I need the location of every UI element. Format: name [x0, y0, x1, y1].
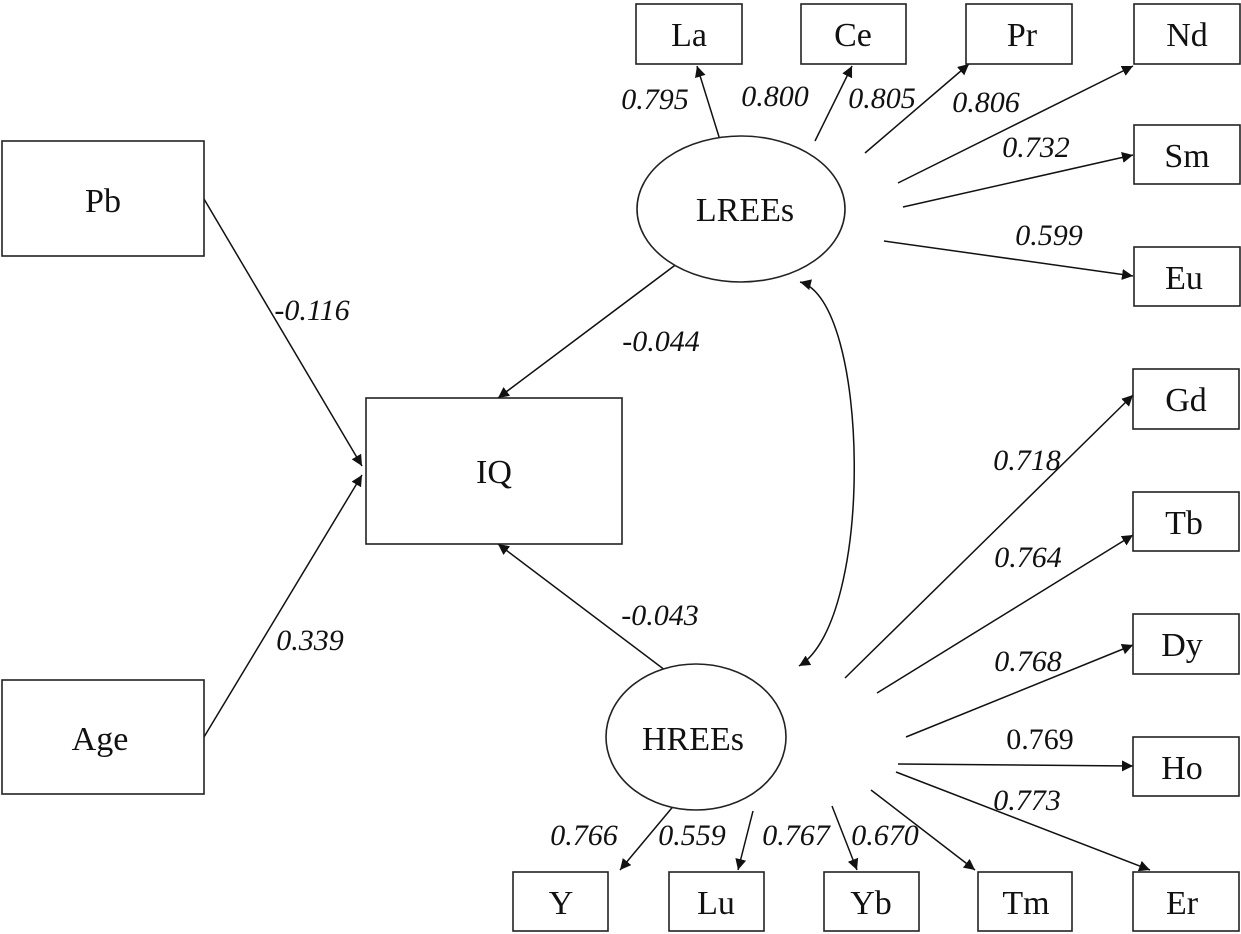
node-label: HREEs [642, 721, 744, 758]
path-hrees-to-er [895, 771, 1151, 872]
coef-lrees-pr: 0.805 [848, 82, 916, 115]
coef-hrees-tb: 0.764 [994, 541, 1062, 574]
node-er: Er [1132, 871, 1240, 932]
path-lrees-to-la [695, 65, 721, 141]
node-label: Er [1166, 885, 1199, 922]
path-lrees-to-iq [497, 259, 683, 399]
node-label: LREEs [696, 192, 794, 229]
node-label: Age [72, 721, 129, 758]
node-ce: Ce [800, 3, 907, 65]
coef-age-iq: 0.339 [276, 624, 344, 657]
node-dy: Dy [1132, 613, 1240, 675]
path-hrees-to-dy [905, 644, 1134, 738]
node-label: La [671, 17, 707, 54]
node-label: Y [549, 885, 574, 922]
node-tm: Tm [977, 871, 1073, 932]
path-hrees-to-lu [735, 810, 754, 871]
node-yb: Yb [823, 871, 920, 932]
latent-hrees: HREEs [605, 663, 787, 811]
node-label: Ho [1161, 750, 1203, 787]
coef-pb-iq: -0.116 [274, 294, 349, 327]
coef-lrees-sm: 0.732 [1002, 131, 1070, 164]
node-label: Lu [697, 885, 735, 922]
path-hrees-to-yb [831, 805, 859, 871]
coef-hrees-y: 0.766 [550, 819, 618, 852]
coef-lrees-eu: 0.599 [1015, 219, 1083, 252]
path-hrees-to-tm [870, 789, 976, 871]
node-label: Sm [1164, 138, 1209, 175]
node-nd: Nd [1133, 3, 1241, 65]
path-hrees-to-tb [876, 534, 1134, 694]
edges-layer [203, 63, 1151, 872]
path-hrees-to-iq [497, 543, 687, 687]
path-pb-to-iq [203, 198, 363, 467]
node-gd: Gd [1132, 368, 1240, 430]
node-label: Dy [1161, 627, 1203, 664]
path-lrees-to-sm [902, 152, 1134, 208]
covariance-lrees-hrees [798, 279, 855, 667]
node-label: Tm [1002, 885, 1049, 922]
coefficient-labels: -0.116 0.339 -0.044 -0.043 0.795 0.800 0… [274, 80, 1082, 852]
path-lrees-to-eu [883, 240, 1134, 280]
path-hrees-to-gd [844, 394, 1134, 679]
path-lrees-to-nd [897, 65, 1134, 184]
path-hrees-to-ho [897, 760, 1134, 772]
node-pr: Pr [965, 3, 1073, 65]
node-label: IQ [476, 454, 512, 491]
node-age: Age [1, 679, 205, 795]
node-ho: Ho [1132, 736, 1240, 797]
node-tb: Tb [1132, 491, 1240, 552]
node-label: Nd [1166, 17, 1208, 54]
node-eu: Eu [1133, 246, 1241, 307]
node-la: La [635, 3, 743, 65]
coef-hrees-lu: 0.559 [658, 819, 726, 852]
coef-hrees-dy: 0.768 [994, 645, 1062, 678]
coef-lrees-ce: 0.800 [741, 80, 809, 113]
node-label: Eu [1165, 260, 1203, 297]
node-label: Yb [850, 885, 892, 922]
latent-lrees: LREEs [636, 135, 846, 283]
node-label: Ce [834, 17, 872, 54]
node-label: Pb [85, 183, 121, 220]
path-age-to-iq [203, 474, 363, 738]
coef-hrees-yb: 0.767 [762, 819, 832, 852]
coef-hrees-er: 0.773 [993, 784, 1061, 817]
node-sm: Sm [1133, 124, 1241, 185]
coef-lrees-la: 0.795 [621, 83, 689, 116]
node-lu: Lu [668, 871, 765, 932]
path-lrees-to-pr [864, 63, 970, 154]
node-label: Tb [1165, 505, 1203, 542]
node-label: Gd [1165, 382, 1207, 419]
coef-hrees-iq: -0.043 [621, 599, 699, 632]
node-y: Y [512, 871, 609, 932]
path-lrees-to-ce [814, 65, 853, 142]
node-iq: IQ [365, 397, 623, 545]
node-pb: Pb [1, 140, 205, 257]
coef-hrees-tm: 0.670 [851, 819, 919, 852]
coef-hrees-gd: 0.718 [993, 444, 1061, 477]
coef-hrees-ho: 0.769 [1006, 723, 1074, 756]
coef-lrees-nd: 0.806 [952, 86, 1020, 119]
coef-lrees-iq: -0.044 [622, 325, 700, 358]
node-label: Pr [1007, 17, 1038, 54]
